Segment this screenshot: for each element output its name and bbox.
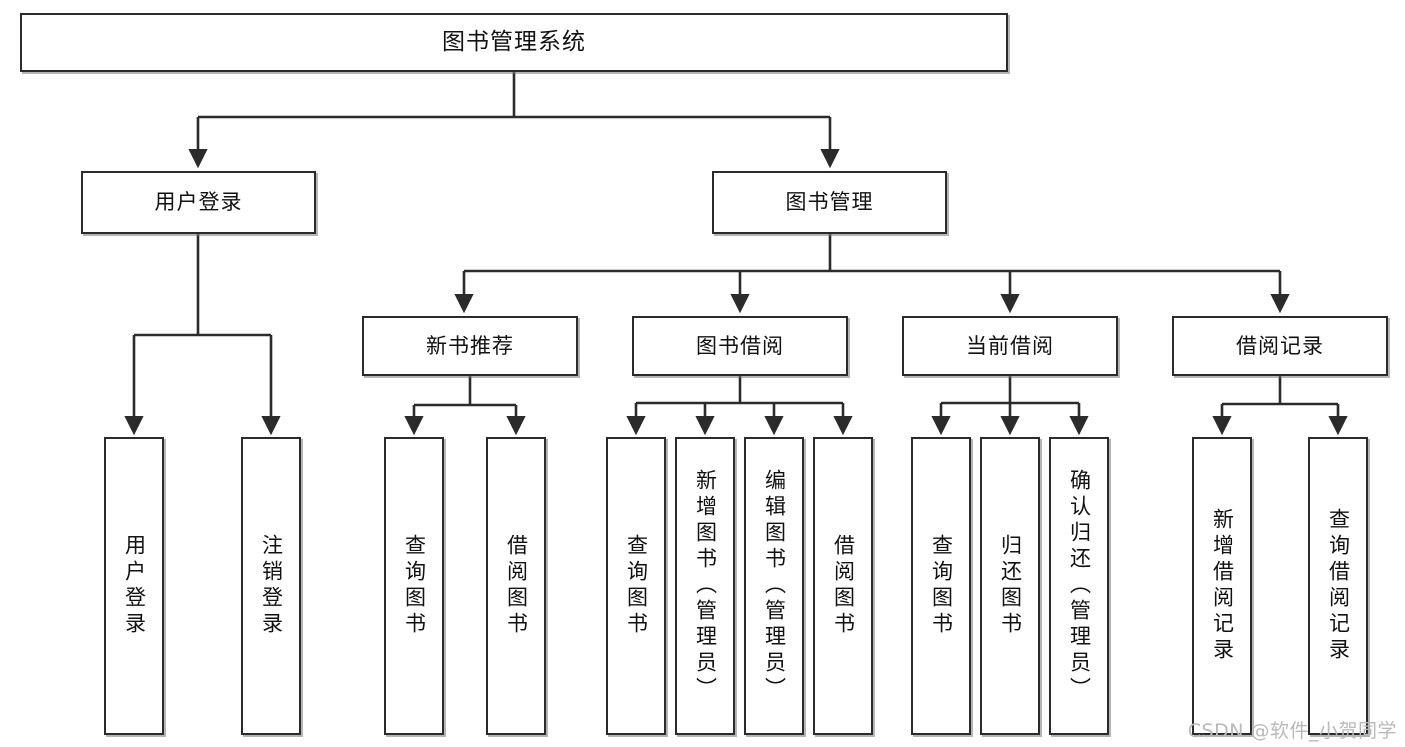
- node-label: 用户登录: [154, 190, 243, 215]
- node-user-login[interactable]: 用户登录: [81, 171, 316, 234]
- leaf-user-login-login[interactable]: 用户登录: [104, 437, 164, 735]
- node-label: 图书借阅: [696, 333, 784, 358]
- leaf-book-borrow-edit-book-admin[interactable]: 编辑图书（管理员）: [744, 437, 804, 735]
- node-label: 用户登录: [122, 534, 147, 638]
- node-label: 新增借阅记录: [1210, 508, 1235, 664]
- leaf-new-book-query-book[interactable]: 查询图书: [384, 437, 444, 735]
- node-label: 确认归还（管理员）: [1067, 469, 1092, 703]
- node-label: 图书管理系统: [442, 29, 586, 56]
- node-label: 图书管理: [785, 190, 874, 215]
- node-label: 编辑图书（管理员）: [762, 469, 787, 703]
- node-book-management[interactable]: 图书管理: [712, 171, 947, 234]
- node-label: 注销登录: [259, 534, 284, 638]
- leaf-borrow-record-query-record[interactable]: 查询借阅记录: [1308, 437, 1368, 735]
- leaf-borrow-record-add-record[interactable]: 新增借阅记录: [1192, 437, 1252, 735]
- node-label: 查询图书: [624, 534, 649, 638]
- leaf-current-borrow-confirm-return-admin[interactable]: 确认归还（管理员）: [1049, 437, 1109, 735]
- node-current-borrow[interactable]: 当前借阅: [902, 316, 1118, 376]
- leaf-current-borrow-return-book[interactable]: 归还图书: [980, 437, 1040, 735]
- node-new-book-recommend[interactable]: 新书推荐: [362, 316, 578, 376]
- node-book-borrow[interactable]: 图书借阅: [632, 316, 848, 376]
- node-label: 新书推荐: [426, 333, 514, 358]
- leaf-current-borrow-query-book[interactable]: 查询图书: [911, 437, 971, 735]
- node-label: 借阅图书: [831, 534, 856, 638]
- node-borrow-record[interactable]: 借阅记录: [1172, 316, 1388, 376]
- watermark-text: CSDN @软件_小贺同学: [1187, 720, 1397, 742]
- node-label: 查询图书: [402, 534, 427, 638]
- node-label: 当前借阅: [966, 333, 1054, 358]
- leaf-user-login-logout[interactable]: 注销登录: [241, 437, 301, 735]
- leaf-book-borrow-add-book-admin[interactable]: 新增图书（管理员）: [675, 437, 735, 735]
- node-label: 新增图书（管理员）: [693, 469, 718, 703]
- leaf-book-borrow-query-book[interactable]: 查询图书: [606, 437, 666, 735]
- node-label: 借阅图书: [504, 534, 529, 638]
- leaf-new-book-borrow-book[interactable]: 借阅图书: [486, 437, 546, 735]
- node-label: 借阅记录: [1236, 333, 1324, 358]
- node-label: 查询借阅记录: [1326, 508, 1351, 664]
- node-label: 归还图书: [998, 534, 1023, 638]
- node-label: 查询图书: [929, 534, 954, 638]
- leaf-book-borrow-borrow-book[interactable]: 借阅图书: [813, 437, 873, 735]
- node-root-book-management-system[interactable]: 图书管理系统: [20, 13, 1008, 72]
